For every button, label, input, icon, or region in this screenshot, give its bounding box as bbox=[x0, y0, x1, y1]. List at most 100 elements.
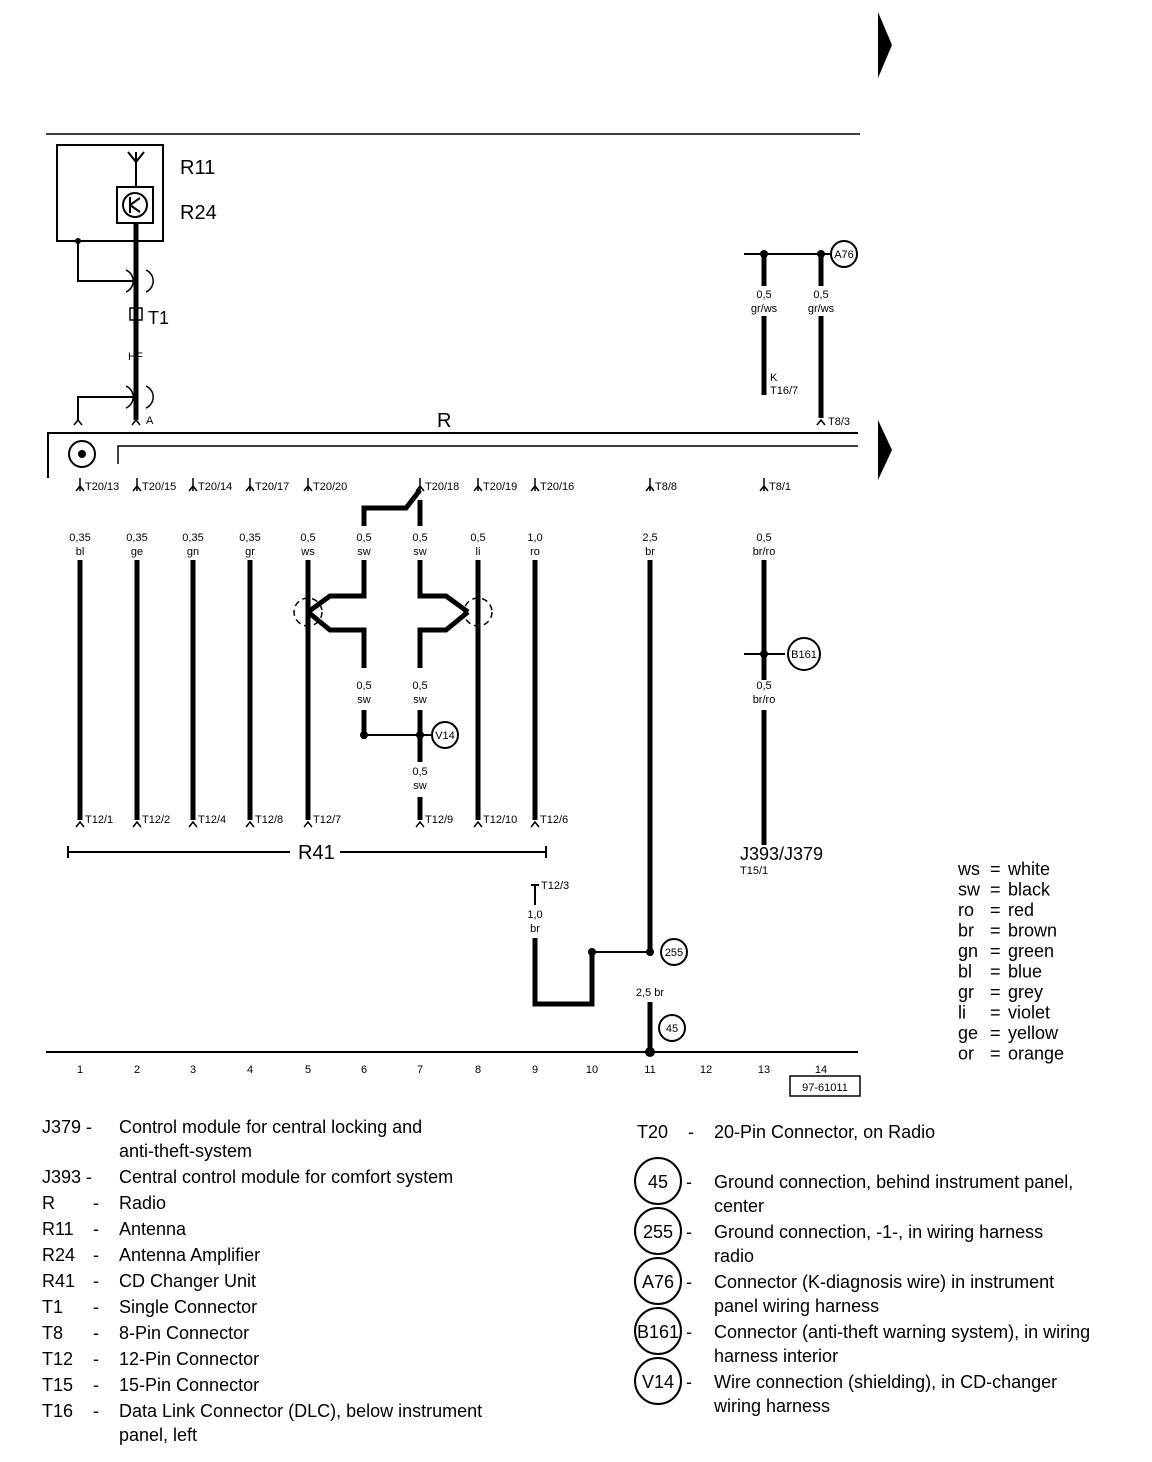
legend-dash: - bbox=[93, 1375, 99, 1395]
wire-spec-color: gn bbox=[187, 546, 199, 558]
color-name: green bbox=[1008, 941, 1054, 961]
legend-t20-dash: - bbox=[688, 1122, 694, 1142]
legend-dash: - bbox=[93, 1323, 99, 1343]
grid-number: 3 bbox=[190, 1064, 196, 1076]
amplifier-icon bbox=[122, 192, 148, 218]
legend-desc: anti-theft-system bbox=[119, 1141, 252, 1161]
legend-code: R41 bbox=[42, 1271, 75, 1291]
legend-node-desc: wiring harness bbox=[713, 1396, 830, 1416]
wire-spec-color: sw bbox=[357, 546, 371, 558]
wire-spec-size: 0,5 bbox=[300, 532, 315, 544]
bottom-connector-label: T12/9 bbox=[425, 814, 453, 826]
k-label: K bbox=[770, 372, 778, 384]
color-equals: = bbox=[990, 900, 1001, 920]
color-code: sw bbox=[958, 880, 981, 900]
legend-code: J393 - bbox=[42, 1167, 92, 1187]
label-r41: R41 bbox=[298, 842, 335, 864]
next-page-arrow-top[interactable] bbox=[878, 12, 892, 78]
legend-code: T16 bbox=[42, 1401, 73, 1421]
top-connector-tick bbox=[415, 478, 425, 492]
bottom-connector-tick bbox=[188, 820, 198, 828]
legend-desc: panel, left bbox=[119, 1425, 197, 1445]
top-connector-label: T8/8 bbox=[655, 481, 677, 493]
spec-a76-2-color: gr/ws bbox=[808, 303, 835, 315]
legend-code: T12 bbox=[42, 1349, 73, 1369]
top-connector-tick bbox=[188, 478, 198, 492]
legend-node-desc: radio bbox=[714, 1246, 754, 1266]
legend-desc: Antenna bbox=[119, 1219, 187, 1239]
color-name: white bbox=[1007, 859, 1050, 879]
label-a: A bbox=[146, 415, 154, 427]
grid-number: 7 bbox=[417, 1064, 423, 1076]
color-equals: = bbox=[990, 859, 1001, 879]
r41-range: R41 bbox=[67, 842, 547, 864]
color-code: ws bbox=[957, 859, 980, 879]
wire-spec-color: ge bbox=[131, 546, 143, 558]
ground-spec-color: br bbox=[530, 923, 540, 935]
top-connector-tick bbox=[245, 478, 255, 492]
legend-code: J379 - bbox=[42, 1117, 92, 1137]
node-45-label: 45 bbox=[666, 1023, 678, 1035]
legend-desc: Radio bbox=[119, 1193, 166, 1213]
grid-number: 10 bbox=[586, 1064, 598, 1076]
legend-desc: 12-Pin Connector bbox=[119, 1349, 259, 1369]
color-code: gn bbox=[958, 941, 978, 961]
top-connector-label: T20/19 bbox=[483, 481, 517, 493]
color-name: yellow bbox=[1008, 1023, 1059, 1043]
node-b161-label: B161 bbox=[791, 649, 817, 661]
legend-dash: - bbox=[93, 1401, 99, 1421]
wire-spec-color: sw bbox=[413, 546, 427, 558]
wire-spec-size: 0,5 bbox=[756, 532, 771, 544]
wire-spec-size: 0,5 bbox=[412, 532, 427, 544]
ref-id: 97-61011 bbox=[802, 1082, 848, 1094]
label-hf: HF bbox=[128, 351, 143, 363]
legend-code: R11 bbox=[42, 1219, 74, 1239]
color-key: ws=whitesw=blackro=redbr=browngn=greenbl… bbox=[957, 859, 1064, 1064]
bottom-connector-label: T12/10 bbox=[483, 814, 517, 826]
legend-dash: - bbox=[93, 1193, 99, 1213]
top-connector-label: T20/20 bbox=[313, 481, 347, 493]
legend-node-dash: - bbox=[686, 1322, 692, 1342]
next-page-arrow-mid[interactable] bbox=[878, 420, 892, 480]
node-255-label: 255 bbox=[665, 947, 683, 959]
top-connector-tick bbox=[645, 478, 655, 492]
bottom-connector-tick bbox=[245, 820, 255, 828]
grid-number: 1 bbox=[77, 1064, 83, 1076]
top-connector-label: T20/18 bbox=[425, 481, 459, 493]
legend-code: T1 bbox=[42, 1297, 63, 1317]
top-connector-label: T20/13 bbox=[85, 481, 119, 493]
legend-desc: Antenna Amplifier bbox=[119, 1245, 260, 1265]
color-code: bl bbox=[958, 962, 972, 982]
color-equals: = bbox=[990, 1044, 1001, 1064]
wire-spec-color: ro bbox=[530, 546, 540, 558]
wire-spec-color: bl bbox=[76, 546, 85, 558]
legend-code: R24 bbox=[42, 1245, 75, 1265]
color-name: brown bbox=[1008, 921, 1057, 941]
legend-dash: - bbox=[93, 1271, 99, 1291]
legend-desc: 8-Pin Connector bbox=[119, 1323, 249, 1343]
color-equals: = bbox=[990, 880, 1001, 900]
bottom-connector-label: T12/7 bbox=[313, 814, 341, 826]
color-name: grey bbox=[1008, 982, 1043, 1002]
bottom-connector-label: T12/4 bbox=[198, 814, 226, 826]
legend-node-desc: center bbox=[714, 1196, 764, 1216]
label-r11: R11 bbox=[180, 157, 215, 179]
legend-desc: Control module for central locking and bbox=[119, 1117, 422, 1137]
legend-node-id: B161 bbox=[637, 1322, 679, 1342]
spec-shield-b-size: 0,5 bbox=[412, 680, 427, 692]
top-connector-label: T20/14 bbox=[198, 481, 232, 493]
color-name: orange bbox=[1008, 1044, 1064, 1064]
spec-b161-size: 0,5 bbox=[756, 680, 771, 692]
wire-spec-size: 2,5 bbox=[642, 532, 657, 544]
legend-node-desc: Ground connection, behind instrument pan… bbox=[714, 1172, 1073, 1192]
legend-node-circle bbox=[634, 1257, 682, 1305]
color-equals: = bbox=[990, 1003, 1001, 1023]
legend-dash: - bbox=[93, 1245, 99, 1265]
node-255 bbox=[660, 938, 688, 966]
bottom-connector-label: T12/2 bbox=[142, 814, 170, 826]
shield-crossover: V14 0,5 sw 0,5 sw 0,5 sw bbox=[293, 488, 493, 820]
legend-dash: - bbox=[93, 1219, 99, 1239]
node-45 bbox=[658, 1014, 686, 1042]
